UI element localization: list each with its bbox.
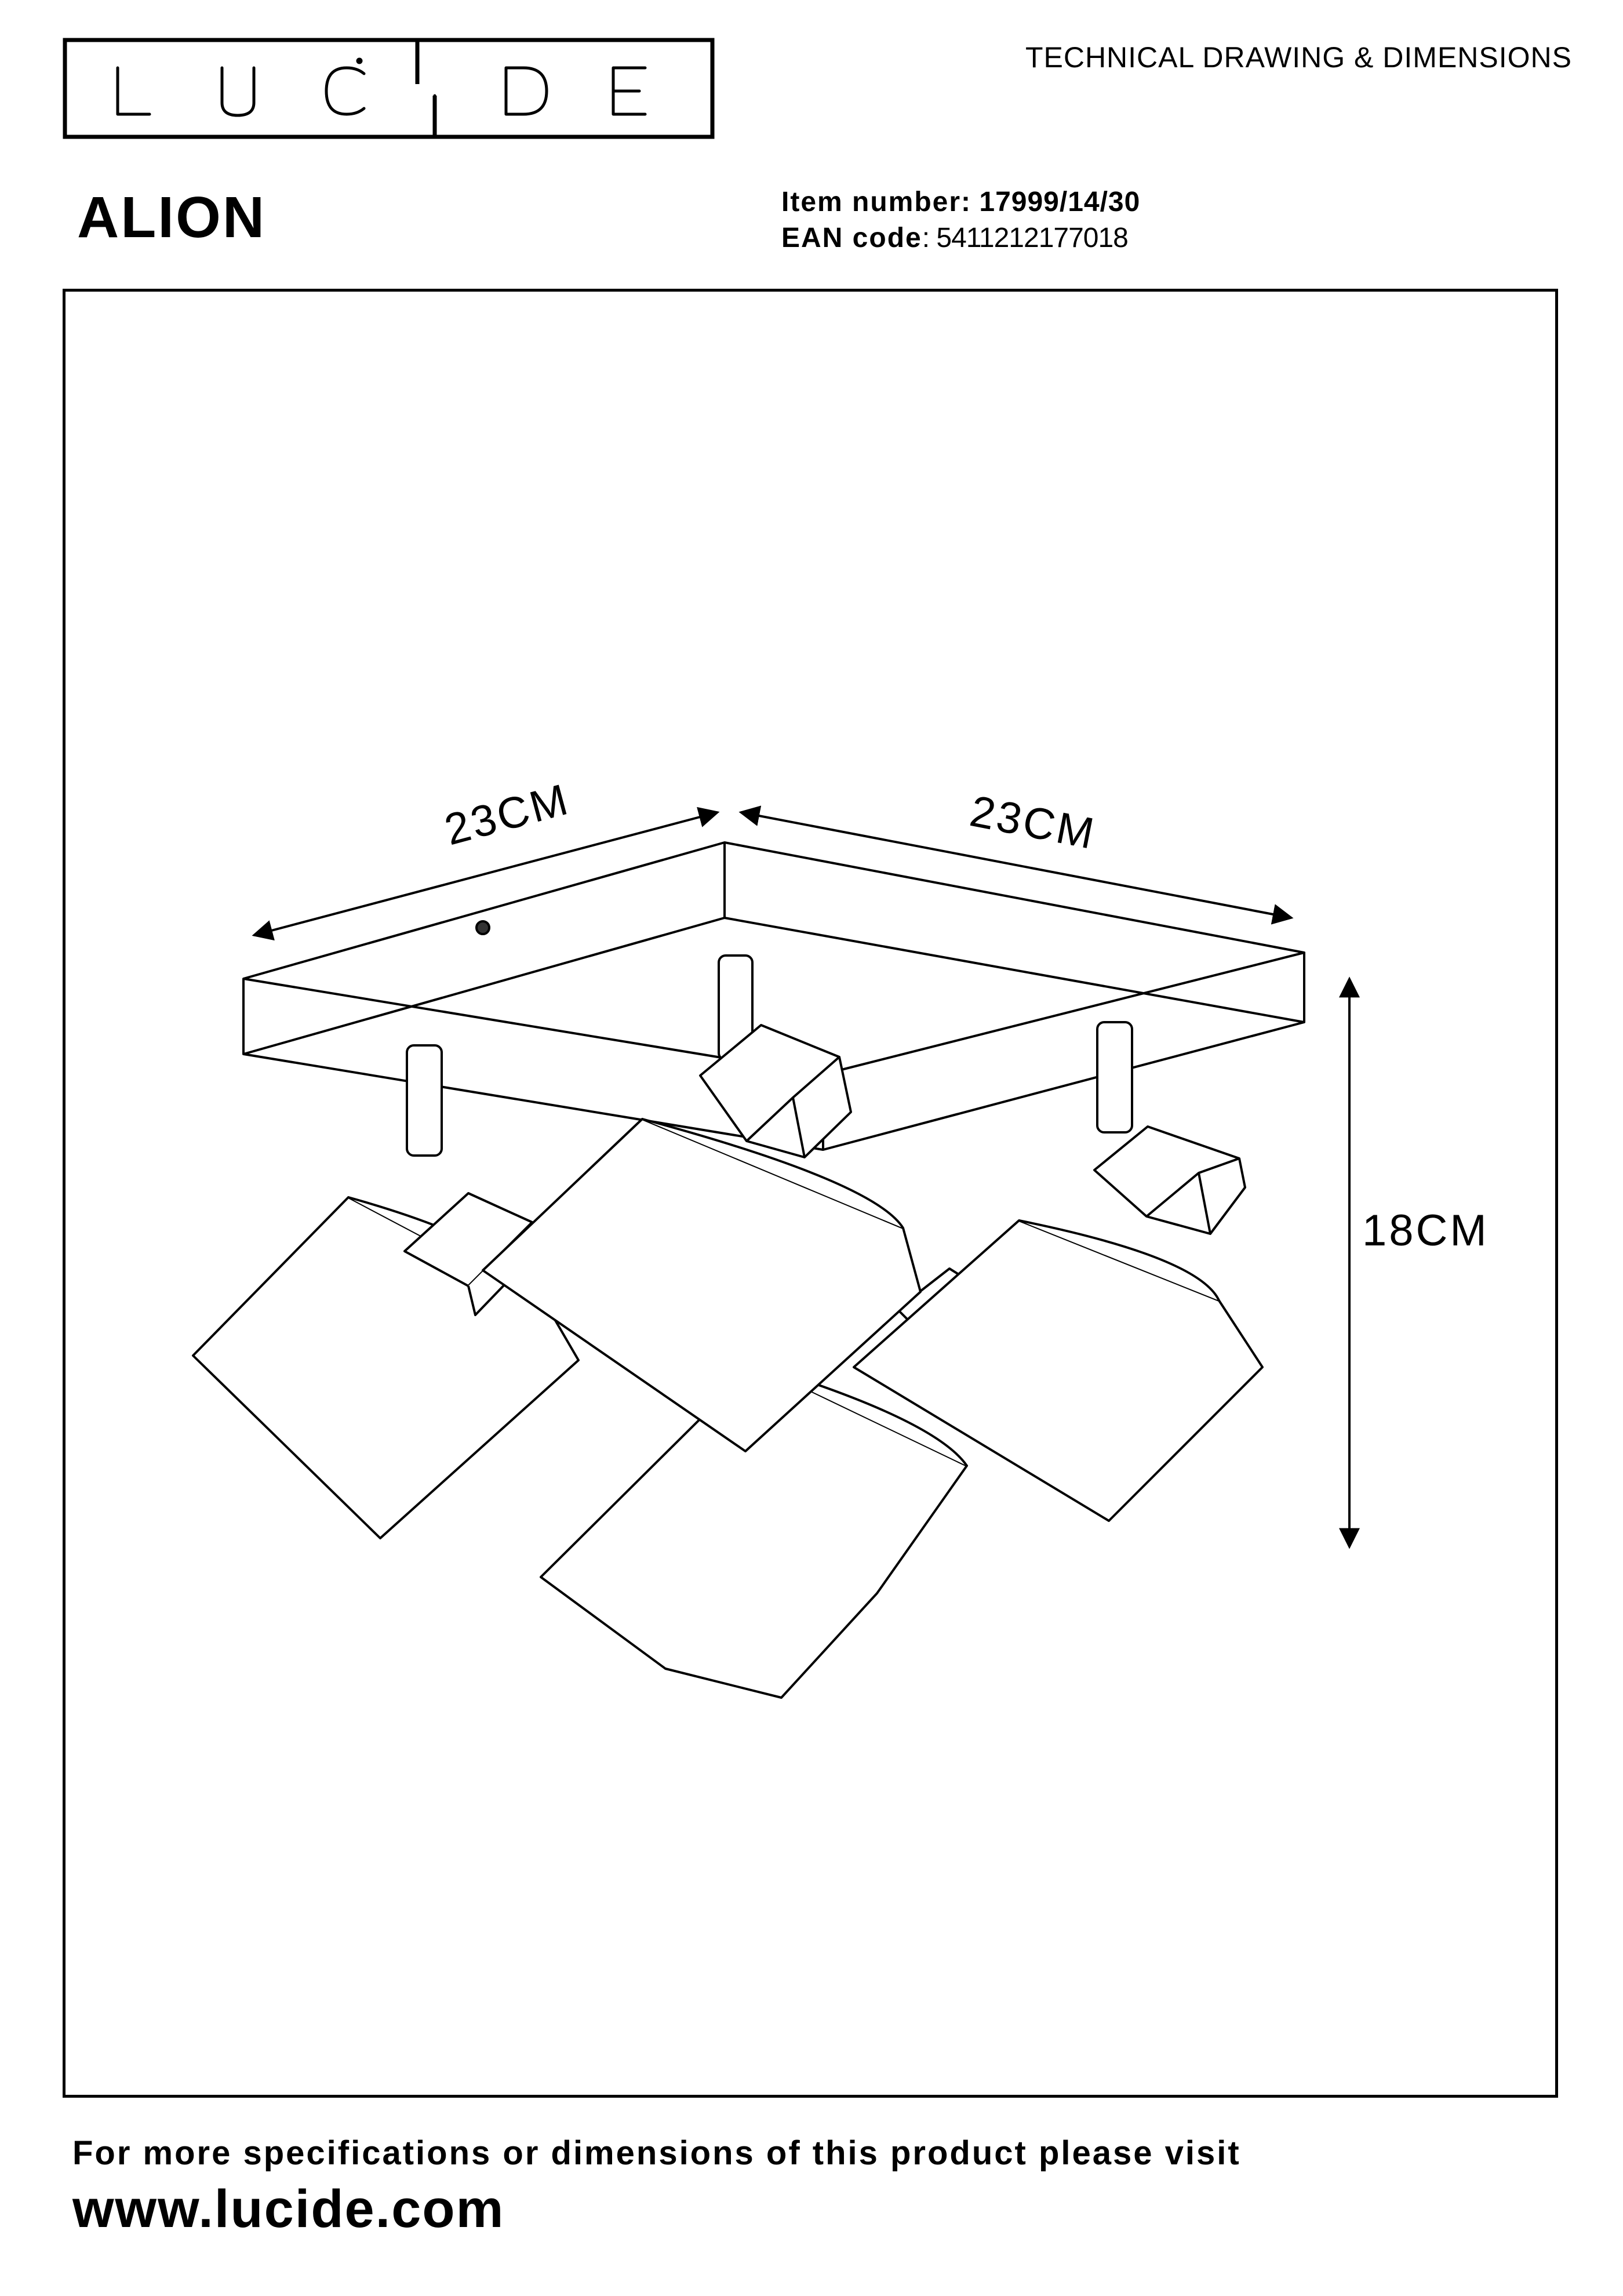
- width-left-dimension-line: [252, 806, 720, 941]
- height-label: 18CM: [1362, 1206, 1489, 1255]
- ean-row: EAN code: 5411212177018: [781, 220, 1140, 256]
- ean-label: EAN code: [781, 223, 922, 253]
- dimension-lines: [252, 805, 1360, 1549]
- item-number-label: Item number:: [781, 187, 972, 217]
- item-number-row: Item number: 17999/14/30: [781, 184, 1140, 220]
- lucide-logo: [63, 38, 715, 139]
- ean-value: : 5411212177018: [922, 223, 1129, 253]
- spot-head-right: [853, 1125, 1264, 1522]
- footer-info-text: For more specifications or dimensions of…: [72, 2134, 1241, 2172]
- width-right-label: 23CM: [966, 786, 1100, 859]
- product-name: ALION: [77, 185, 267, 250]
- website-link[interactable]: www.lucide.com: [72, 2179, 505, 2239]
- item-number-value: 17999/14/30: [979, 187, 1141, 217]
- spot-stems: [406, 954, 1133, 1157]
- technical-drawing: 23CM 23CM 18CM: [192, 775, 1489, 1699]
- spot-head-front: [482, 1024, 922, 1452]
- width-left-label: 23CM: [439, 775, 574, 855]
- product-meta: Item number: 17999/14/30 EAN code: 54112…: [781, 184, 1140, 256]
- document-type: TECHNICAL DRAWING & DIMENSIONS: [1025, 41, 1572, 74]
- width-right-dimension-line: [738, 805, 1294, 925]
- drawing-frame: [63, 289, 1558, 2098]
